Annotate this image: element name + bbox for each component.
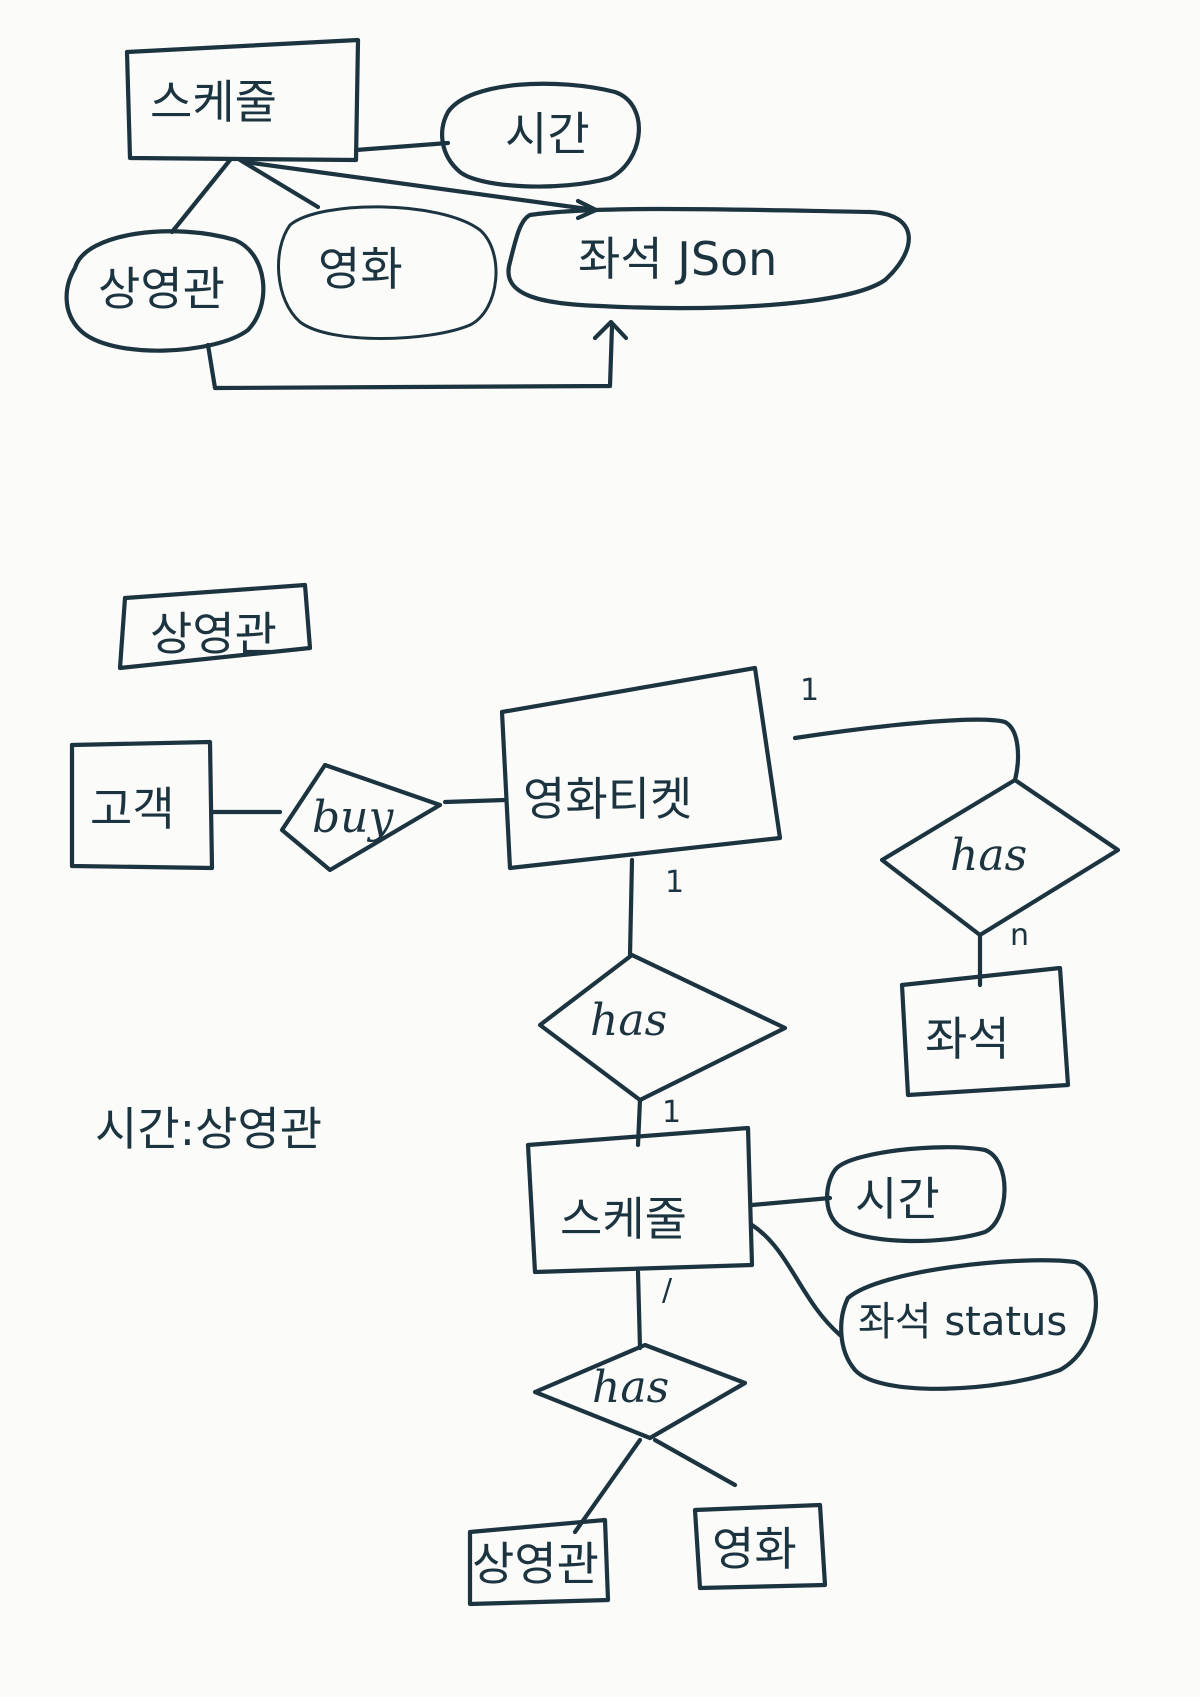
- top-theater-seat-arrow: [592, 319, 629, 341]
- note-text: 시간:상영관: [95, 1102, 322, 1156]
- top-schedule-entity: [124, 37, 361, 163]
- ticket-label: 영화티켓: [523, 772, 692, 826]
- top-schedule-theater-line: [169, 157, 233, 235]
- ticket-has-seat-line: [792, 717, 1021, 783]
- top-theater-label: 상영관: [98, 262, 225, 316]
- seat-entity: [899, 965, 1071, 1098]
- has-theater-line: [572, 1437, 643, 1535]
- seat-status-attribute: [839, 1258, 1098, 1391]
- ticket-entity: [499, 665, 783, 871]
- top-schedule-seat-arrow: [575, 198, 599, 221]
- has-bottom-label: has: [592, 1362, 669, 1413]
- theater-box-label: 상영관: [150, 607, 277, 661]
- time-attribute: [825, 1145, 1007, 1244]
- card-ticket-seat-seat: n: [1010, 918, 1029, 953]
- buy-ticket-line: [442, 797, 508, 805]
- movie-bottom-label: 영화: [712, 1522, 797, 1576]
- schedule-time-line: [749, 1195, 833, 1208]
- top-theater-attribute: [64, 229, 266, 353]
- seat-label: 좌석: [925, 1012, 1010, 1066]
- theater-bottom-entity: [467, 1517, 611, 1607]
- has-schedule-relationship: [537, 952, 788, 1103]
- has-movie-line: [652, 1437, 738, 1488]
- schedule-seat-status-line: [749, 1222, 843, 1338]
- schedule-entity: [525, 1125, 755, 1275]
- card-ticket-schedule-ticket: 1: [665, 865, 684, 900]
- top-seat-json-attribute: [506, 206, 911, 311]
- card-ticket-schedule-schedule: 1: [662, 1095, 681, 1130]
- theater-box-entity: [117, 582, 313, 671]
- top-seat-json-label: 좌석 JSon: [578, 232, 777, 286]
- bottom-diagram: 상영관 고객 buy 영화티켓 has 1 좌석 n has 1 1 시간:상영…: [69, 582, 1121, 1607]
- has-schedule-label: has: [590, 995, 667, 1046]
- top-theater-seat-line: [205, 323, 615, 391]
- has-bottom-relationship: [532, 1342, 748, 1441]
- has-seat-label: has: [950, 830, 1027, 881]
- card-ticket-seat-ticket: 1: [800, 673, 819, 708]
- top-movie-label: 영화: [318, 242, 403, 296]
- top-schedule-label: 스케줄: [150, 75, 277, 129]
- buy-label: buy: [312, 792, 395, 843]
- top-movie-attribute: [277, 205, 498, 340]
- buy-relationship: [279, 762, 443, 873]
- card-schedule-has: /: [662, 1273, 673, 1308]
- customer-label: 고객: [90, 782, 175, 836]
- top-schedule-time-line: [353, 140, 451, 153]
- schedule-label: 스케줄: [560, 1192, 687, 1246]
- customer-entity: [69, 739, 215, 871]
- seat-status-label: 좌석 status: [858, 1299, 1067, 1345]
- top-schedule-movie-line: [237, 157, 321, 210]
- theater-bottom-label: 상영관: [472, 1537, 599, 1591]
- ticket-has-schedule-line: [627, 857, 635, 958]
- top-diagram: 스케줄 시간 상영관 영화 좌석 JSon: [64, 37, 911, 391]
- top-time-attribute: [440, 81, 641, 189]
- has-seat-relationship: [879, 777, 1121, 938]
- top-time-label: 시간: [505, 107, 590, 161]
- top-schedule-seat-line: [242, 159, 598, 213]
- schedule-has-bottom-line: [635, 1269, 643, 1351]
- time-label: 시간: [855, 1172, 940, 1226]
- movie-bottom-entity: [692, 1502, 828, 1591]
